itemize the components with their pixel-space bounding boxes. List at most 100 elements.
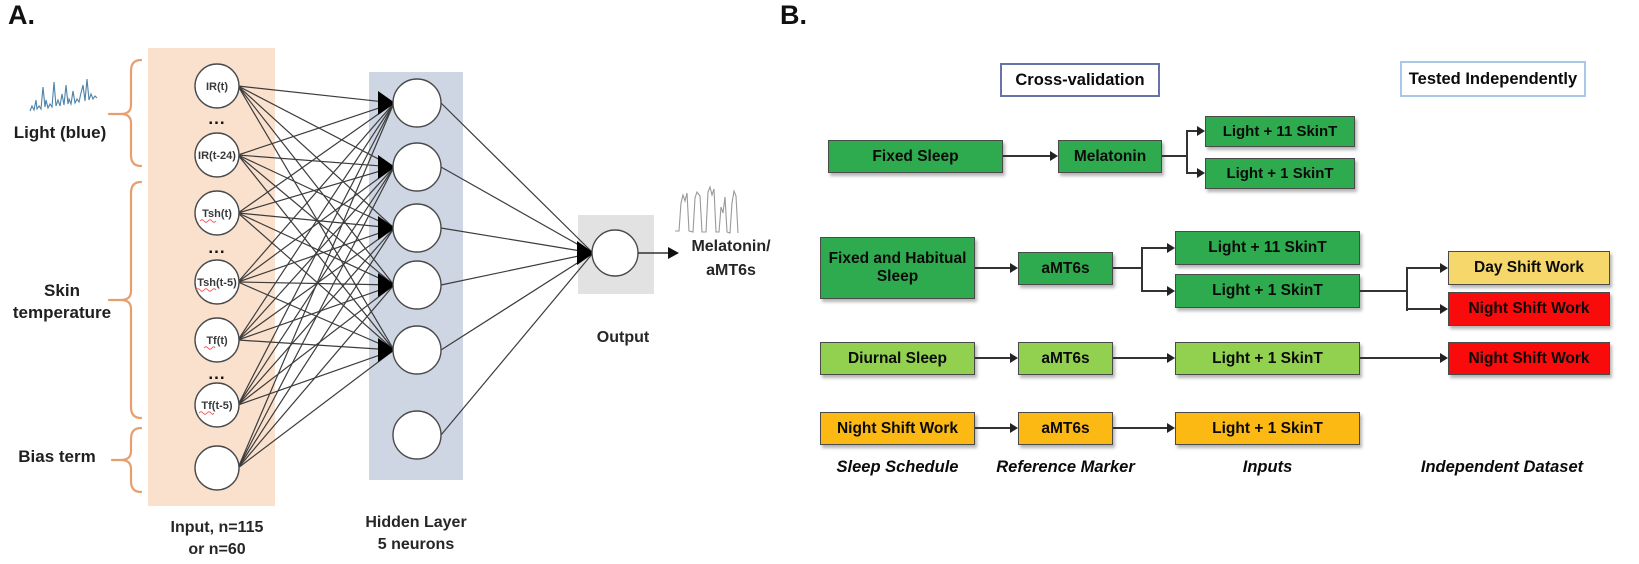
squiggle (203, 346, 216, 350)
edge (237, 102, 395, 283)
edge (237, 349, 395, 406)
edge (237, 349, 395, 469)
output-caption: Output (597, 329, 650, 346)
input-node-label: Tf(t) (206, 335, 228, 347)
bias-node (194, 445, 240, 491)
fan-in-wedge (378, 155, 395, 179)
connector (1113, 427, 1167, 429)
connector (1408, 308, 1440, 310)
spellcheck-underlines (195, 219, 217, 415)
hidden-node (392, 260, 442, 310)
connector (1188, 172, 1197, 174)
skin-label-line1: Skin (44, 281, 80, 300)
arrowhead (1440, 263, 1448, 273)
input-node-label: Tsh(t-5) (197, 277, 237, 289)
hidden-bias-node (392, 410, 442, 460)
box-amt6s-row3: aMT6s (1018, 342, 1113, 375)
panel-a-label: A. (8, 0, 35, 30)
box-light-11-skint-row2: Light + 11 SkinT (1175, 231, 1360, 265)
arrowhead (1167, 423, 1175, 433)
connector (1113, 267, 1143, 269)
edge (440, 252, 594, 351)
arrowhead (1010, 263, 1018, 273)
edge (237, 166, 395, 283)
arrowhead (1440, 353, 1448, 363)
box-light-1-skint-row2: Light + 1 SkinT (1175, 274, 1360, 308)
ellipsis: ... (208, 109, 225, 128)
skin-label-line2: temperature (13, 303, 111, 322)
panel-b-label: B. (780, 0, 807, 30)
output-arrowhead (668, 247, 679, 259)
arrowhead (1010, 423, 1018, 433)
edge (237, 212, 395, 351)
input-caption-line1: Input, n=115 (171, 519, 264, 536)
fan-in-wedge (378, 91, 395, 115)
hidden-caption-line2: 5 neurons (378, 536, 455, 553)
hidden-caption-line1: Hidden Layer (365, 514, 466, 531)
connector (1003, 155, 1050, 157)
box-night-shift-work-row2: Night Shift Work (1448, 292, 1610, 326)
input-node-label: IR(t) (206, 81, 228, 93)
edge (237, 102, 395, 341)
connector (1162, 155, 1188, 157)
edge (237, 102, 395, 156)
ellipsis: ... (208, 364, 225, 383)
box-diurnal-sleep: Diurnal Sleep (820, 342, 975, 375)
connector (975, 267, 1010, 269)
arrowhead (1440, 304, 1448, 314)
connector (1186, 130, 1188, 174)
squiggle (198, 411, 215, 415)
box-light-11-skint-row1: Light + 11 SkinT (1205, 116, 1355, 147)
edge (237, 85, 395, 104)
target-label-line1: Melatonin/ (691, 238, 771, 255)
ellipsis: ... (208, 238, 225, 257)
group-braces (107, 58, 143, 494)
input-layer-nodes (194, 63, 240, 491)
edge (237, 85, 395, 286)
arrowhead (1197, 126, 1205, 136)
box-light-1-skint-row4: Light + 1 SkinT (1175, 412, 1360, 445)
arrowhead (1167, 286, 1175, 296)
fan-in-wedge (378, 216, 395, 240)
light-signal-trace (29, 78, 98, 112)
edge (237, 154, 395, 351)
input-node (194, 190, 240, 236)
edge (237, 102, 395, 406)
arrowhead (1050, 151, 1058, 161)
arrowhead (1010, 353, 1018, 363)
cross-validation-header: Cross-validation (1000, 63, 1160, 97)
edge (440, 166, 594, 254)
edge (237, 284, 395, 341)
edge (237, 102, 395, 469)
light-brace (120, 58, 143, 168)
arrowhead (1167, 353, 1175, 363)
edge (237, 284, 395, 469)
edge (440, 252, 594, 286)
box-night-shift-work-row3: Night Shift Work (1448, 342, 1610, 375)
column-label-sleep-schedule: Sleep Schedule (836, 457, 959, 476)
input-node-label: Tsh(t) (202, 208, 232, 220)
connector (1143, 247, 1167, 249)
squiggle (195, 288, 217, 292)
edge (440, 227, 594, 254)
column-label-inputs: Inputs (1242, 457, 1293, 476)
column-label-reference-marker: Reference Marker (996, 457, 1135, 476)
input-node (194, 382, 240, 428)
connector (975, 357, 1010, 359)
box-melatonin: Melatonin (1058, 140, 1162, 173)
fan-in-wedge (378, 273, 395, 297)
box-fixed-sleep: Fixed Sleep (828, 140, 1003, 173)
edge (237, 284, 395, 406)
input-caption-line2: or n=60 (188, 541, 245, 558)
box-amt6s-row2: aMT6s (1018, 252, 1113, 285)
connector (1408, 267, 1440, 269)
edge (237, 154, 395, 229)
edge (237, 166, 395, 469)
hidden-node (392, 78, 442, 128)
connector (1406, 267, 1408, 311)
box-fixed-habitual-sleep: Fixed and Habitual Sleep (820, 237, 975, 299)
arrowhead (1167, 243, 1175, 253)
input-node (194, 63, 240, 109)
connector (1360, 357, 1440, 359)
arrowhead (1197, 168, 1205, 178)
